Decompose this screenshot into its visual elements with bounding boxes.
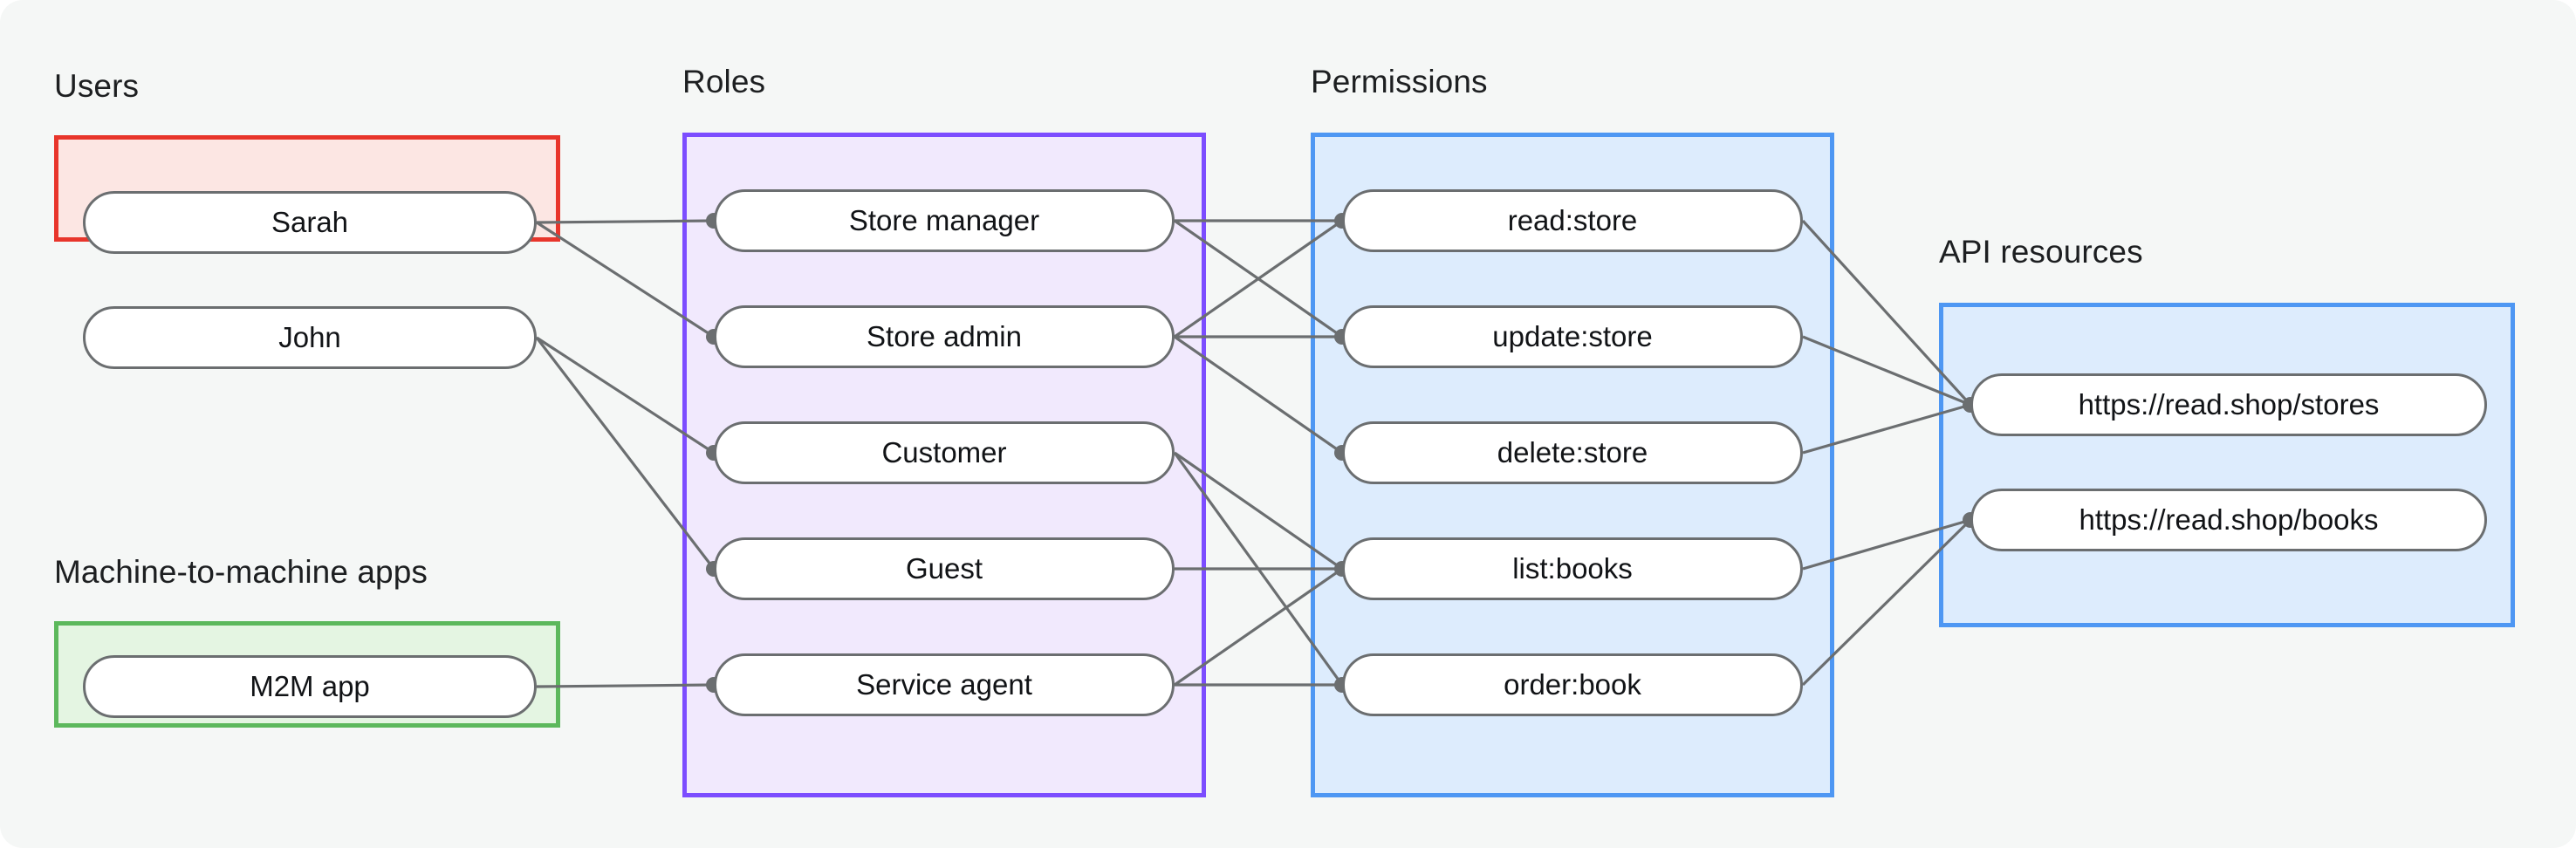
- group-label-roles: Roles: [682, 64, 766, 99]
- node-res-stores[interactable]: https://read.shop/stores: [1970, 373, 2487, 436]
- node-store-manager[interactable]: Store manager: [714, 189, 1175, 252]
- node-store-admin[interactable]: Store admin: [714, 305, 1175, 368]
- node-res-books[interactable]: https://read.shop/books: [1970, 489, 2487, 551]
- group-label-m2m: Machine-to-machine apps: [54, 554, 428, 590]
- node-m2m-app[interactable]: M2M app: [83, 655, 537, 718]
- node-service-agent[interactable]: Service agent: [714, 653, 1175, 716]
- node-customer[interactable]: Customer: [714, 421, 1175, 484]
- node-john[interactable]: John: [83, 306, 537, 369]
- group-label-permissions: Permissions: [1311, 64, 1488, 99]
- node-list-books[interactable]: list:books: [1342, 537, 1803, 600]
- node-read-store[interactable]: read:store: [1342, 189, 1803, 252]
- group-box-api: [1939, 303, 2515, 627]
- node-guest[interactable]: Guest: [714, 537, 1175, 600]
- group-label-api: API resources: [1939, 234, 2143, 270]
- group-label-users: Users: [54, 68, 140, 104]
- node-delete-store[interactable]: delete:store: [1342, 421, 1803, 484]
- node-update-store[interactable]: update:store: [1342, 305, 1803, 368]
- node-sarah[interactable]: Sarah: [83, 191, 537, 254]
- node-order-book[interactable]: order:book: [1342, 653, 1803, 716]
